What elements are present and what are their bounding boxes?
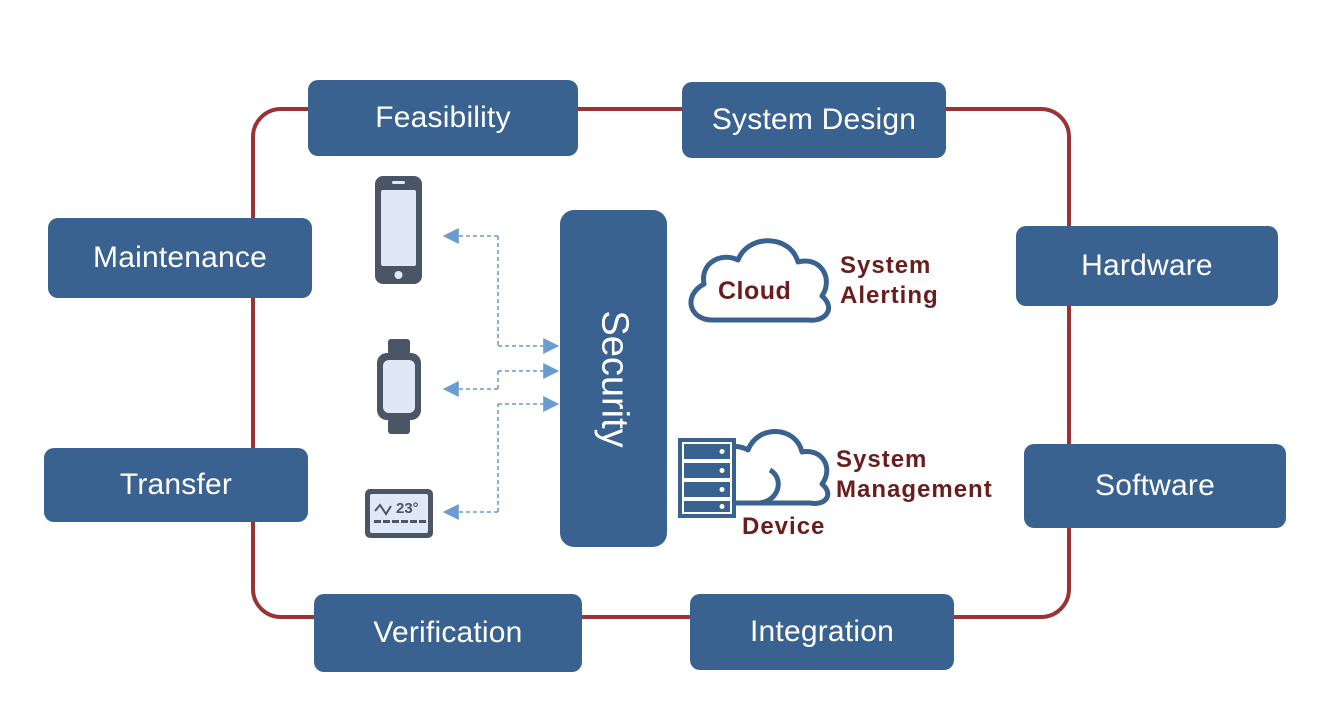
phase-hardware: Hardware: [1016, 226, 1278, 306]
phase-software: Software: [1024, 444, 1286, 528]
device-caption-line2: Management: [836, 476, 993, 503]
thermostat-reading: 23°: [396, 500, 419, 517]
device-caption: System Management: [836, 445, 993, 505]
device-label: Device: [742, 513, 826, 540]
cloud-caption-line1: System: [840, 252, 932, 279]
phase-integration: Integration: [690, 594, 954, 670]
phase-feasibility-label: Feasibility: [375, 101, 511, 134]
phase-software-label: Software: [1095, 469, 1215, 502]
smartwatch-icon: [377, 339, 421, 434]
cloud-icon: [688, 238, 831, 323]
phase-maintenance-label: Maintenance: [93, 241, 267, 274]
phase-integration-label: Integration: [750, 615, 894, 648]
device-caption-line1: System: [836, 446, 928, 473]
cloud-caption: System Alerting: [840, 251, 939, 311]
security-block: Security: [560, 210, 667, 547]
phase-verification-label: Verification: [373, 616, 523, 649]
phase-system-design: System Design: [682, 82, 946, 158]
security-label: Security: [593, 309, 635, 448]
cloud-label: Cloud: [718, 277, 792, 305]
phase-verification: Verification: [314, 594, 582, 672]
thermostat-icon: 23°: [365, 489, 433, 538]
phase-transfer-label: Transfer: [119, 468, 233, 501]
phase-transfer: Transfer: [44, 448, 308, 522]
server-icon: [678, 438, 736, 518]
phase-system-design-label: System Design: [711, 103, 917, 136]
phase-maintenance: Maintenance: [48, 218, 312, 298]
phase-feasibility: Feasibility: [308, 80, 578, 156]
phone-icon: [375, 176, 422, 284]
phase-hardware-label: Hardware: [1081, 249, 1213, 282]
cloud-caption-line2: Alerting: [840, 282, 939, 309]
lifecycle-loop: [251, 107, 1071, 619]
